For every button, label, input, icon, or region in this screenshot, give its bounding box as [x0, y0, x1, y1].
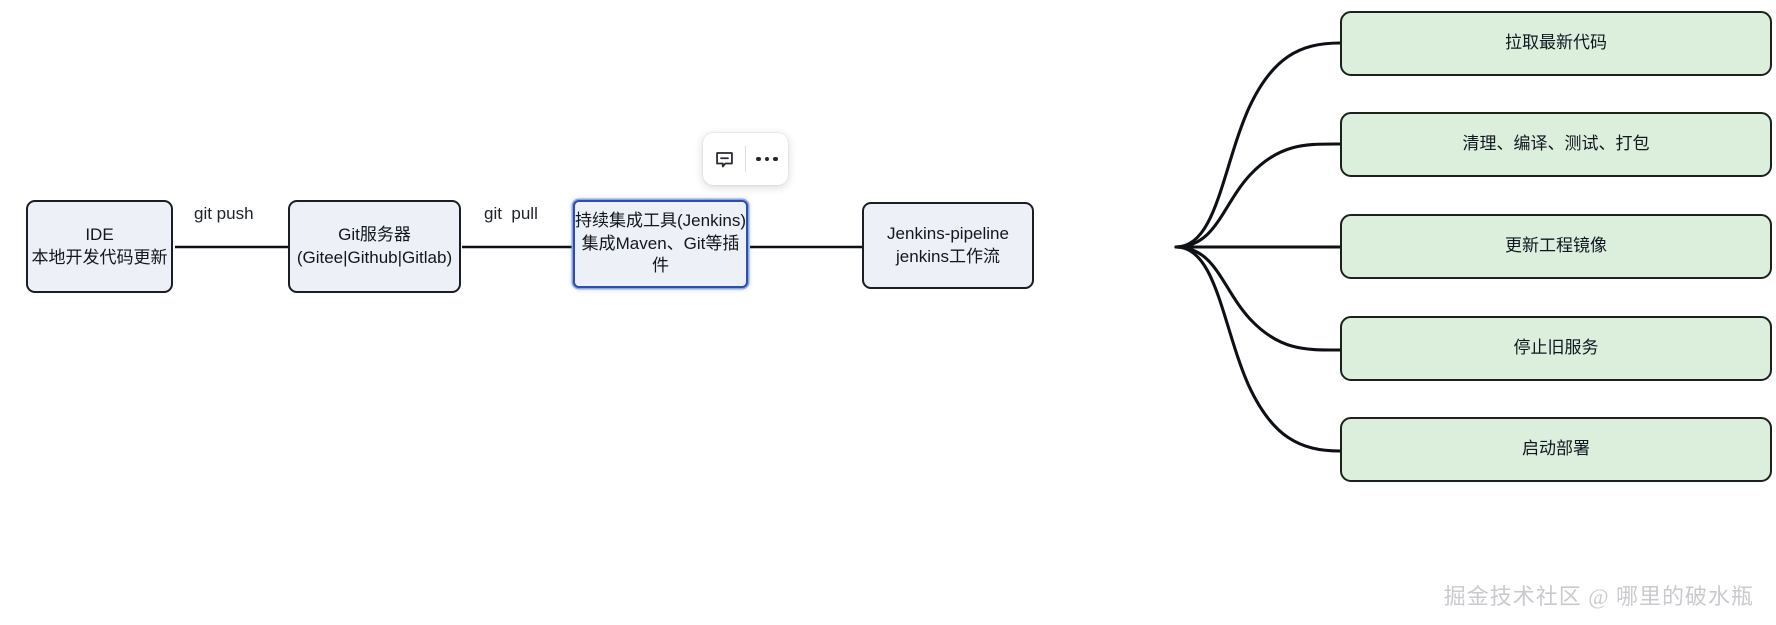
edge-label-git-push: git push: [194, 204, 254, 223]
more-options-button[interactable]: [746, 133, 788, 185]
stage-box-4[interactable]: 停止旧服务: [1340, 316, 1772, 381]
node-ci-tool[interactable]: 持续集成工具(Jenkins) 集成Maven、Git等插件: [573, 200, 748, 288]
node-ide[interactable]: IDE 本地开发代码更新: [26, 200, 173, 293]
stage-box-3[interactable]: 更新工程镜像: [1340, 214, 1772, 279]
node-git-server[interactable]: Git服务器 (Gitee|Github|Gitlab): [288, 200, 461, 293]
stage-box-1[interactable]: 拉取最新代码: [1340, 11, 1772, 76]
stage-box-5[interactable]: 启动部署: [1340, 417, 1772, 482]
comment-button[interactable]: [703, 133, 745, 185]
stage-box-2[interactable]: 清理、编译、测试、打包: [1340, 112, 1772, 177]
edge-label-git-pull: git pull: [484, 204, 538, 223]
comment-icon: [715, 151, 733, 167]
edge-fanout-stage-4: [1174, 245, 1342, 352]
toolbar-divider: [745, 146, 746, 172]
edge-fanout-stage-5: [1174, 245, 1342, 453]
edge-fanout-stage-1: [1174, 41, 1342, 249]
edge-fanout-stage-2: [1174, 142, 1342, 249]
node-jenkins-pipeline[interactable]: Jenkins-pipeline jenkins工作流: [862, 202, 1034, 289]
more-horizontal-icon: [756, 156, 778, 162]
watermark-text: 掘金技术社区 @ 哪里的破水瓶: [1443, 584, 1754, 609]
floating-toolbar[interactable]: [703, 133, 788, 185]
